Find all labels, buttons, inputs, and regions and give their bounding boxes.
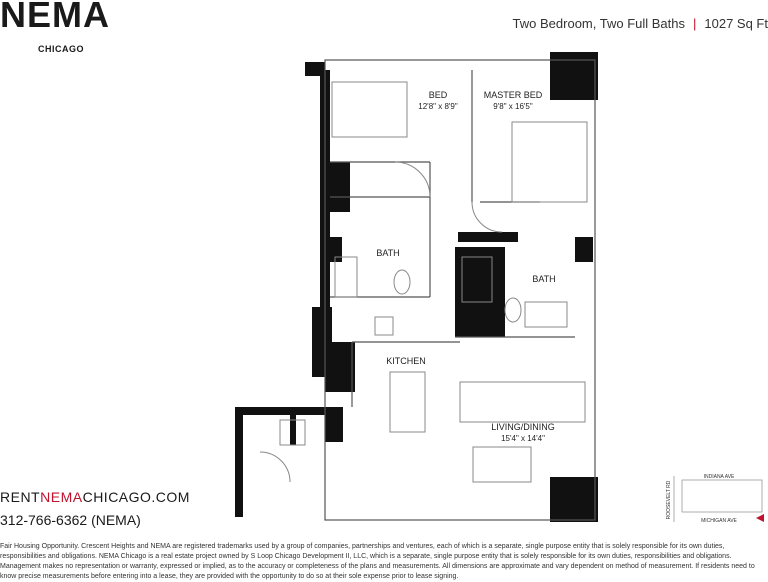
unit-separator: |	[693, 16, 697, 31]
toilet-1	[393, 269, 411, 295]
floor-plan: BED 12'8" x 8'9" MASTER BED 9'8" x 16'5"…	[235, 52, 598, 522]
living-dining-label: LIVING/DINING	[491, 422, 555, 432]
master-bed-label: MASTER BED	[484, 90, 543, 100]
website-suffix: CHICAGO.COM	[82, 489, 190, 505]
kitchen-label: KITCHEN	[386, 356, 426, 366]
plan-furniture	[259, 81, 588, 483]
plan-interior-lines	[324, 59, 596, 521]
key-plan-street-side: ROOSEVELT RD	[666, 480, 672, 519]
plan-walls	[235, 52, 598, 522]
brand-city: CHICAGO	[38, 44, 84, 54]
toilet-2	[504, 297, 522, 323]
door-swing-master	[471, 201, 503, 233]
website-brand: NEMA	[40, 489, 83, 505]
living-dining-dims: 15'4" x 14'4"	[501, 434, 545, 443]
website-prefix: RENT	[0, 489, 41, 505]
shower	[461, 256, 493, 303]
key-plan-outline	[673, 476, 763, 522]
key-plan-street-bottom: MICHIGAN AVE	[701, 518, 737, 524]
kitchen-island	[389, 371, 426, 433]
unit-size: 1027 Sq Ft	[704, 16, 768, 31]
cooktop	[374, 316, 394, 336]
master-bed-furniture	[511, 121, 588, 203]
dining-table	[472, 446, 532, 483]
master-bed-dims: 9'8" x 16'5"	[493, 102, 533, 111]
brand-logo: NEMA	[0, 0, 110, 35]
phone-number[interactable]: 312-766-6362 (NEMA)	[0, 512, 141, 528]
door-swing-bed	[394, 161, 431, 198]
bed-dims: 12'8" x 8'9"	[418, 102, 458, 111]
bed-furniture	[331, 81, 408, 138]
door-swing-entry	[259, 451, 291, 483]
legal-disclaimer: Fair Housing Opportunity. Crescent Heigh…	[0, 543, 755, 580]
sofa	[459, 381, 586, 423]
website-link[interactable]: RENTNEMACHICAGO.COM	[0, 489, 190, 505]
unit-summary: Two Bedroom, Two Full Baths | 1027 Sq Ft	[513, 16, 768, 31]
bed-label: BED	[429, 90, 448, 100]
bath-2-label: BATH	[532, 274, 555, 284]
vanity	[524, 301, 568, 328]
washer-dryer	[279, 419, 306, 446]
bath-1-label: BATH	[376, 248, 399, 258]
bathtub	[334, 256, 358, 298]
key-plan-street-top: INDIANA AVE	[704, 474, 735, 480]
unit-locator-icon	[756, 514, 764, 522]
unit-type: Two Bedroom, Two Full Baths	[512, 16, 685, 31]
key-plan: INDIANA AVE MICHIGAN AVE ROOSEVELT RD	[666, 474, 764, 524]
